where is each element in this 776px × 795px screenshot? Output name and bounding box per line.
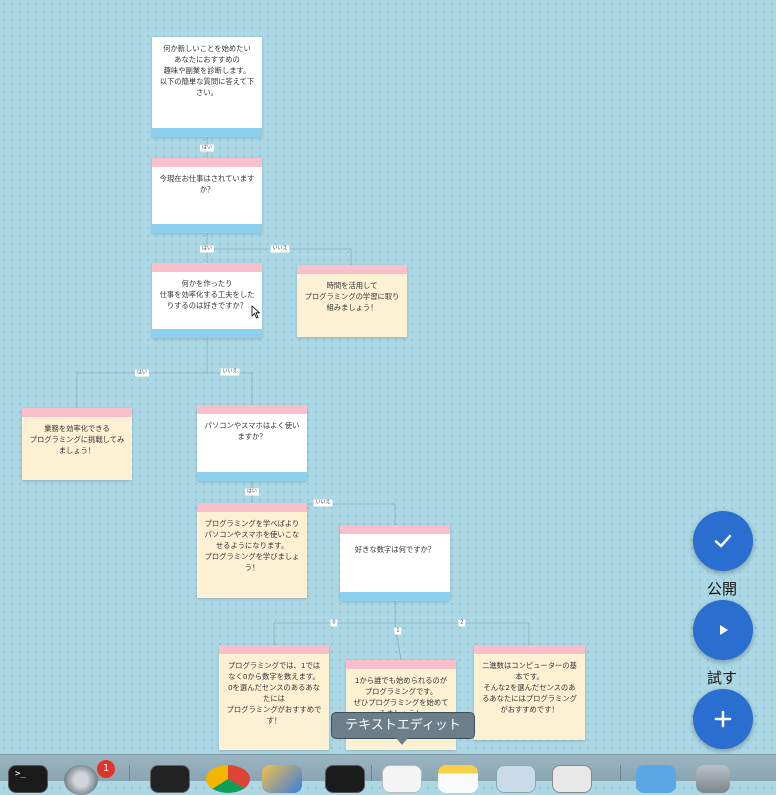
node-text: 何か新しいことを始めたい あなたにおすすめの 趣味や副業を診断します。 以下の簡… — [159, 44, 255, 97]
notes-icon[interactable] — [438, 765, 478, 793]
dock-separator — [129, 765, 130, 781]
screenshot-icon[interactable] — [552, 765, 592, 793]
flow-node-result-two[interactable]: 二進数はコンピューターの基本です。 そんな2を選んだセンスのあるあなたにはプログ… — [474, 645, 585, 740]
publish-label: 公開 — [707, 580, 738, 598]
node-text: 何かを作ったり 仕事を効率化する工夫をしたりするのは好きですか？ — [159, 279, 255, 310]
try-button[interactable] — [693, 600, 753, 660]
edge-label-yes: はい — [244, 488, 260, 496]
check-icon — [714, 534, 732, 548]
terminal-icon[interactable]: >_ — [8, 765, 48, 793]
flow-node-result-time[interactable]: 時間を活用して プログラミングの学習に取り組みましょう！ — [297, 265, 407, 337]
play-icon — [720, 625, 728, 635]
node-header — [152, 158, 262, 167]
node-header — [22, 408, 132, 417]
textedit-icon[interactable] — [382, 765, 422, 793]
node-header — [474, 645, 585, 654]
dock-tooltip: テキストエディット — [331, 712, 475, 745]
node-footer — [152, 329, 262, 338]
node-footer — [152, 224, 262, 233]
edge-label-no: いいえ — [270, 245, 290, 253]
try-label: 試す — [707, 669, 738, 687]
chrome-icon[interactable] — [206, 765, 250, 793]
edge-label-yes: はい — [199, 245, 215, 253]
node-footer — [197, 472, 307, 481]
node-text: 時間を活用して プログラミングの学習に取り組みましょう！ — [304, 281, 400, 312]
node-header — [152, 263, 262, 272]
node-text: 二進数はコンピューターの基本です。 そんな2を選んだセンスのあるあなたにはプログ… — [482, 661, 577, 714]
preview-icon[interactable] — [496, 765, 536, 793]
node-text: 業務を効率化できる プログラミングに挑戦してみましょう！ — [29, 424, 125, 455]
trash-icon[interactable] — [696, 765, 730, 793]
node-text: パソコンやスマホはよく使いますか？ — [204, 421, 300, 441]
edge-label-two: 2 — [458, 619, 466, 627]
flow-node-result-zero[interactable]: プログラミングでは、1ではなく0から数字を数えます。 0を選んだセンスのあるあな… — [219, 645, 329, 750]
xcode-icon[interactable] — [262, 765, 302, 793]
add-button[interactable] — [693, 689, 753, 749]
dock: >_ — [0, 754, 776, 795]
flow-node-question-work[interactable]: 今現在お仕事はされていますか？ — [152, 158, 262, 233]
activity-monitor-icon[interactable] — [150, 765, 190, 793]
flow-node-result-devices[interactable]: プログラミングを学べばよりパソコンやスマホを使いこなせるようになります。 プログ… — [197, 503, 307, 598]
node-text: 好きな数字は何ですか？ — [354, 545, 436, 554]
node-footer — [152, 128, 262, 137]
flow-node-question-number[interactable]: 好きな数字は何ですか？ — [340, 525, 450, 601]
notification-badge: 1 — [97, 760, 115, 778]
dock-separator — [620, 765, 621, 781]
mouse-cursor-icon — [251, 305, 261, 319]
edge-label-yes: はい — [199, 144, 215, 152]
downloads-folder-icon[interactable] — [636, 765, 676, 793]
node-header — [346, 660, 456, 669]
dock-separator — [371, 765, 372, 781]
edge-label-one: 1 — [394, 627, 402, 635]
node-header — [197, 405, 307, 414]
node-header — [297, 265, 407, 274]
system-preferences-icon[interactable] — [64, 765, 98, 795]
flow-node-question-devices[interactable]: パソコンやスマホはよく使いますか？ — [197, 405, 307, 481]
publish-button[interactable] — [693, 511, 753, 571]
node-header — [340, 525, 450, 534]
flow-node-question-create[interactable]: 何かを作ったり 仕事を効率化する工夫をしたりするのは好きですか？ — [152, 263, 262, 338]
node-footer — [340, 592, 450, 601]
node-text: 今現在お仕事はされていますか？ — [159, 174, 255, 194]
flow-node-start[interactable]: 何か新しいことを始めたい あなたにおすすめの 趣味や副業を診断します。 以下の簡… — [152, 37, 262, 137]
node-header — [197, 503, 307, 512]
terminal-icon[interactable] — [325, 765, 365, 793]
node-text: プログラミングでは、1ではなく0から数字を数えます。 0を選んだセンスのあるあな… — [226, 661, 322, 725]
terminal-prompt-glyph: >_ — [15, 769, 26, 779]
edge-label-yes: はい — [134, 369, 150, 377]
flow-node-result-efficiency[interactable]: 業務を効率化できる プログラミングに挑戦してみましょう！ — [22, 408, 132, 480]
edge-label-no: いいえ — [220, 368, 240, 376]
plus-icon — [714, 710, 732, 728]
node-text: プログラミングを学べばよりパソコンやスマホを使いこなせるようになります。 プログ… — [204, 519, 300, 572]
edge-label-zero: 0 — [330, 619, 338, 627]
edge-label-no: いいえ — [313, 499, 333, 507]
node-header — [219, 645, 329, 654]
